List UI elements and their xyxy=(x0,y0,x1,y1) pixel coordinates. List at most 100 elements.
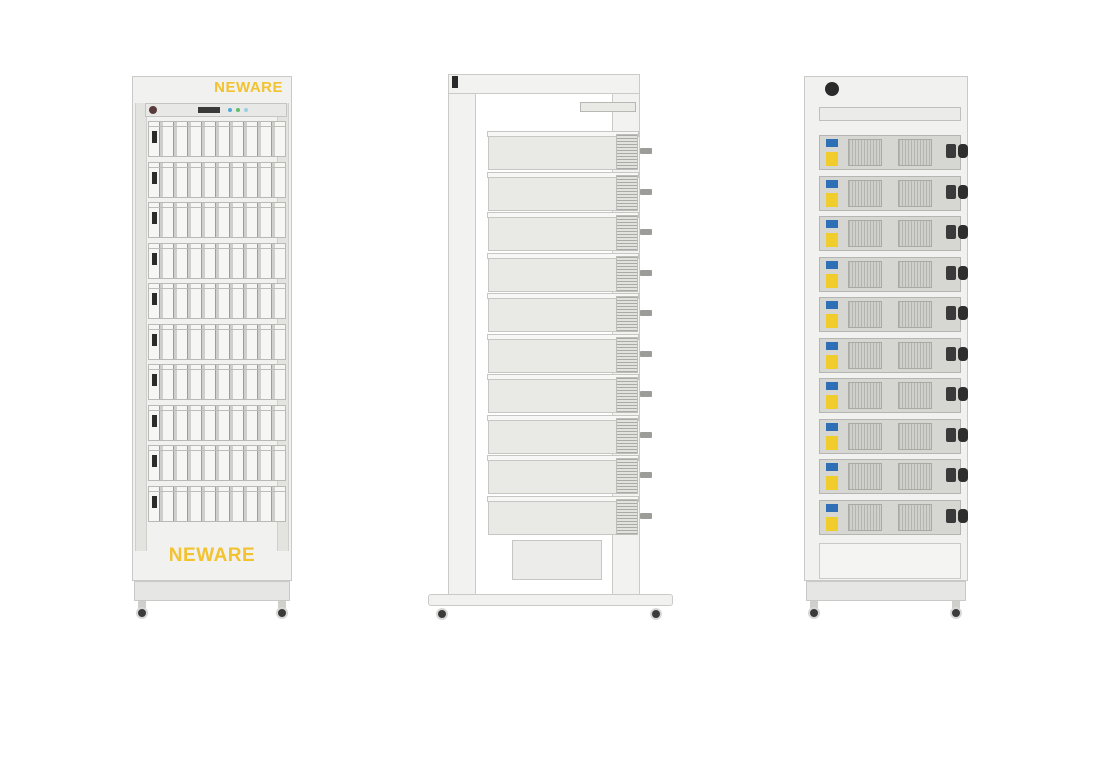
fan-vent-icon xyxy=(898,139,932,166)
caster-wheel-icon xyxy=(950,607,962,619)
side-rack-shelf xyxy=(487,252,639,292)
caster-wheel-icon xyxy=(436,608,448,620)
side-rack-lower-box xyxy=(512,540,602,580)
fan-vent-icon xyxy=(848,503,882,531)
side-plug-icon xyxy=(958,427,968,442)
display-screen xyxy=(198,107,220,113)
network-port-icon xyxy=(826,220,838,228)
front-test-module xyxy=(148,404,286,441)
caster-wheel-icon xyxy=(136,607,148,619)
side-rack-shelf xyxy=(487,293,639,332)
power-socket-icon xyxy=(946,225,956,239)
front-test-module xyxy=(148,485,286,522)
side-rack-vent-grill xyxy=(616,296,638,332)
fan-vent-icon xyxy=(898,503,932,531)
front-test-module xyxy=(148,283,286,319)
brand-logo-top: NEWARE xyxy=(214,79,283,96)
side-rack-shelf xyxy=(487,455,639,494)
warning-label-icon xyxy=(826,192,838,207)
power-socket-icon xyxy=(946,306,956,320)
back-test-module xyxy=(819,337,961,373)
fan-vent-icon xyxy=(848,179,882,207)
back-rack-frame xyxy=(804,76,968,581)
side-rack-shelf xyxy=(487,333,639,373)
warning-label-icon xyxy=(826,314,838,328)
cable-connector-icon xyxy=(640,431,652,438)
fan-vent-icon xyxy=(848,139,882,166)
fan-vent-icon xyxy=(898,301,932,328)
side-rack-knob-icon xyxy=(452,76,458,88)
side-plug-icon xyxy=(958,508,968,523)
side-plug-icon xyxy=(958,184,968,199)
power-socket-icon xyxy=(946,346,956,361)
back-test-module xyxy=(819,378,961,413)
network-port-icon xyxy=(826,463,838,471)
side-rack-vent-grill xyxy=(616,255,638,292)
side-view-rack xyxy=(428,74,673,624)
back-test-module xyxy=(819,459,961,494)
side-rack-left-column xyxy=(448,78,476,598)
caster-wheel-icon xyxy=(276,607,288,619)
front-test-module xyxy=(148,242,286,279)
network-port-icon xyxy=(826,422,838,431)
power-socket-icon xyxy=(946,387,956,401)
warning-label-icon xyxy=(826,395,838,409)
side-plug-icon xyxy=(958,468,968,482)
back-test-module xyxy=(819,216,961,251)
network-port-icon xyxy=(826,341,838,350)
caster-wheel-icon xyxy=(808,607,820,619)
fan-vent-icon xyxy=(898,382,932,409)
cable-connector-icon xyxy=(640,391,652,397)
side-plug-icon xyxy=(958,306,968,320)
warning-label-icon xyxy=(826,152,838,166)
network-port-icon xyxy=(826,139,838,147)
fan-vent-icon xyxy=(898,260,932,288)
back-rack-bottom-area xyxy=(819,543,961,579)
side-plug-icon xyxy=(958,387,968,401)
back-rack-knob-icon xyxy=(825,82,839,96)
power-socket-icon xyxy=(946,184,956,199)
side-rack-shelf xyxy=(487,171,639,211)
side-rack-vent-grill xyxy=(616,417,638,454)
caster-wheel-icon xyxy=(650,608,662,620)
power-socket-icon xyxy=(946,468,956,482)
network-port-icon xyxy=(826,179,838,188)
front-test-module xyxy=(148,445,286,481)
warning-label-icon xyxy=(826,273,838,288)
front-test-module xyxy=(148,364,286,400)
emergency-stop-icon xyxy=(149,106,157,114)
fan-vent-icon xyxy=(848,422,882,450)
fan-vent-icon xyxy=(848,260,882,288)
side-rack-vent-grill xyxy=(616,498,638,535)
fan-vent-icon xyxy=(848,341,882,369)
cable-connector-icon xyxy=(640,188,652,195)
fan-vent-icon xyxy=(898,220,932,247)
cable-connector-icon xyxy=(640,310,652,316)
front-left-post xyxy=(135,103,147,551)
brand-logo-bottom: NEWARE xyxy=(168,545,256,566)
front-rack-frame: NEWARE NEWARE xyxy=(132,76,292,581)
power-socket-icon xyxy=(946,427,956,442)
fan-vent-icon xyxy=(848,301,882,328)
side-rack-shelf xyxy=(487,374,639,413)
side-plug-icon xyxy=(958,144,968,158)
side-rack-vent-grill xyxy=(616,458,638,494)
back-test-module xyxy=(819,256,961,292)
network-port-icon xyxy=(826,382,838,390)
warning-label-icon xyxy=(826,233,838,247)
fan-vent-icon xyxy=(848,382,882,409)
back-rack-plinth xyxy=(806,581,966,601)
network-port-icon xyxy=(826,260,838,269)
fan-vent-icon xyxy=(848,463,882,490)
front-test-module xyxy=(148,323,286,360)
fan-vent-icon xyxy=(898,463,932,490)
cable-connector-icon xyxy=(640,512,652,519)
side-rack-vent-grill xyxy=(616,336,638,373)
side-rack-shelf xyxy=(487,495,639,535)
status-led-icon xyxy=(244,108,248,112)
fan-vent-icon xyxy=(898,179,932,207)
side-rack-shelf xyxy=(487,212,639,251)
cable-connector-icon xyxy=(640,350,652,357)
side-rack-shelf xyxy=(487,414,639,454)
warning-label-icon xyxy=(826,435,838,450)
